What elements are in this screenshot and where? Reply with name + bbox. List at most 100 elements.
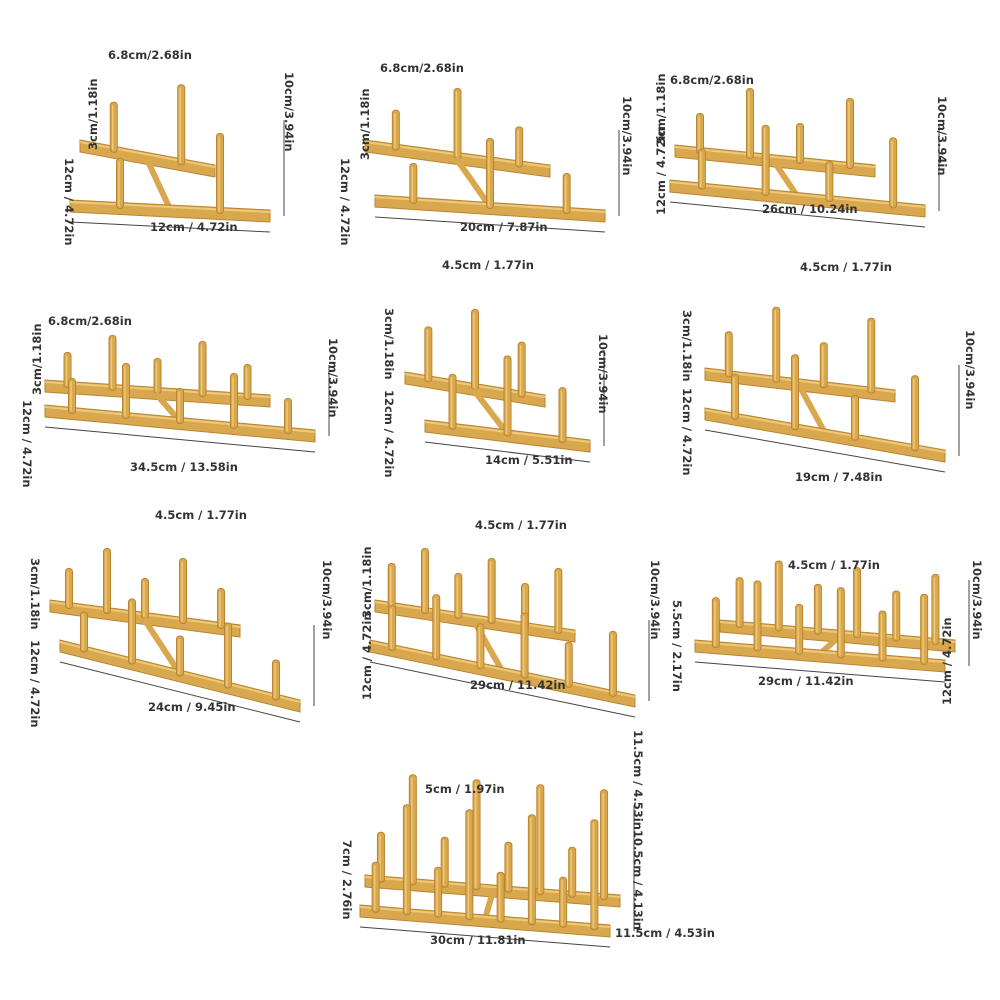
back-peg xyxy=(515,126,524,168)
back-peg xyxy=(103,548,111,614)
front-peg xyxy=(224,622,232,689)
height-label: 10cm/3.94in xyxy=(620,96,634,176)
rack-4-illustration xyxy=(44,335,330,453)
length-label: 30cm / 11.81in xyxy=(430,933,526,947)
back-peg xyxy=(424,326,433,383)
length-label: 12cm / 4.72in xyxy=(150,220,238,234)
depth-label: 12cm / 4.72in xyxy=(338,158,352,246)
connecting-rod xyxy=(472,388,511,437)
back-peg xyxy=(198,341,207,397)
short-peg-height-label: 3cm/1.18in xyxy=(382,308,396,380)
rack-7: 4.5cm / 1.77in 3cm/1.18in 10cm/3.94in 12… xyxy=(0,500,350,730)
back-peg xyxy=(454,573,463,619)
back-peg xyxy=(554,568,563,634)
back-peg xyxy=(735,577,744,629)
short-peg-height-label: 3cm/1.18in xyxy=(28,558,42,630)
rack-8-illustration xyxy=(369,548,650,718)
depth-label: 12cm / 4.72in xyxy=(382,390,396,478)
rack-10-illustration xyxy=(359,774,635,948)
depth-label: 12cm / 4.72in xyxy=(680,388,694,476)
length-label: 26cm / 10.24in xyxy=(762,202,858,216)
back-peg xyxy=(472,779,481,891)
front-peg xyxy=(559,876,568,928)
back-peg xyxy=(774,560,783,632)
rack-5-illustration xyxy=(404,309,605,463)
front-peg xyxy=(503,355,512,437)
back-peg xyxy=(517,341,526,398)
front-peg xyxy=(731,373,739,420)
back-peg xyxy=(724,331,733,378)
front-peg xyxy=(520,612,529,679)
back-peg xyxy=(853,567,862,639)
height-label: 10cm/3.94in xyxy=(320,560,334,640)
rack-7-illustration xyxy=(49,548,315,723)
front-peg xyxy=(476,623,485,670)
back-peg xyxy=(813,583,822,635)
rack-8: 4.5cm / 1.77in 3cm/1.18in 10cm/3.94in 12… xyxy=(350,500,670,730)
rack-1: 6.8cm/2.68in 3cm/1.18in 10cm/3.94in 12cm… xyxy=(0,0,330,250)
spacing-label: 6.8cm/2.68in xyxy=(108,48,192,62)
length-dimension-line xyxy=(374,216,606,233)
spacing-label: 6.8cm/2.68in xyxy=(380,61,464,75)
rack-6-illustration xyxy=(704,306,960,473)
back-peg xyxy=(487,558,496,624)
front-peg xyxy=(889,137,898,209)
back-peg xyxy=(892,590,901,642)
depth-label: 12cm / 4.72in xyxy=(360,612,374,700)
back-peg xyxy=(867,317,876,394)
front-peg xyxy=(116,158,124,209)
depth-label: 12cm / 4.72in xyxy=(940,617,954,705)
length-label: 24cm / 9.45in xyxy=(148,700,236,714)
front-peg xyxy=(761,124,770,196)
height-label: 10cm/3.94in xyxy=(326,338,340,418)
front-peg xyxy=(402,804,411,916)
back-peg xyxy=(217,588,225,629)
depth-label: 12cm / 4.72in xyxy=(20,400,34,488)
short-peg-height-label: 3cm/1.18in xyxy=(358,88,372,160)
front-peg xyxy=(562,173,571,214)
back-peg xyxy=(391,109,400,151)
length-dimension-line xyxy=(44,426,316,453)
spacing-label: 6.8cm/2.68in xyxy=(48,314,132,328)
short-peg-height-label: 3cm/1.18in xyxy=(680,310,694,382)
front-peg xyxy=(795,603,804,655)
length-label: 29cm / 11.42in xyxy=(470,678,566,692)
length-dimension-line xyxy=(694,661,946,683)
back-peg xyxy=(504,841,513,893)
height-label-2: 10.5cm / 4.13in xyxy=(631,830,645,930)
front-peg xyxy=(527,814,536,926)
front-peg xyxy=(122,363,130,419)
height-label: 10cm/3.94in xyxy=(282,72,296,152)
connecting-rod xyxy=(454,157,493,210)
front-peg xyxy=(753,580,762,652)
length-label: 14cm / 5.51in xyxy=(485,453,573,467)
spacing-label: 4.5cm / 1.77in xyxy=(155,508,247,522)
front-peg xyxy=(176,635,184,677)
back-peg xyxy=(819,342,828,389)
back-peg xyxy=(108,335,117,391)
back-peg xyxy=(177,84,186,166)
front-peg xyxy=(836,587,845,659)
front-peg xyxy=(564,641,573,688)
length-dimension-line xyxy=(359,926,611,948)
front-peg xyxy=(465,809,474,921)
length-label: 19cm / 7.48in xyxy=(795,470,883,484)
height-label: 10cm/3.94in xyxy=(596,334,610,414)
height-label: 10cm/3.94in xyxy=(648,560,662,640)
depth-label: 12cm / 4.72in xyxy=(28,640,42,728)
rack-3: 6.8cm/2.68in 3cm/1.18in 10cm/3.94in 12cm… xyxy=(654,0,1000,250)
front-peg xyxy=(791,354,799,431)
rack-9-illustration xyxy=(694,560,970,683)
rack-3-illustration xyxy=(669,88,940,228)
back-peg xyxy=(772,306,781,383)
front-peg xyxy=(590,819,599,931)
front-peg xyxy=(920,593,929,665)
front-peg xyxy=(80,611,88,653)
depth-label: 12cm / 4.72in xyxy=(62,158,76,246)
back-peg xyxy=(387,563,396,609)
length-dimension-line xyxy=(424,441,591,463)
rack-2: 6.8cm/2.68in 3cm/1.18in 10cm/3.94in 12cm… xyxy=(330,0,660,250)
height-label: 10cm/3.94in xyxy=(935,96,949,176)
front-peg xyxy=(558,387,567,444)
